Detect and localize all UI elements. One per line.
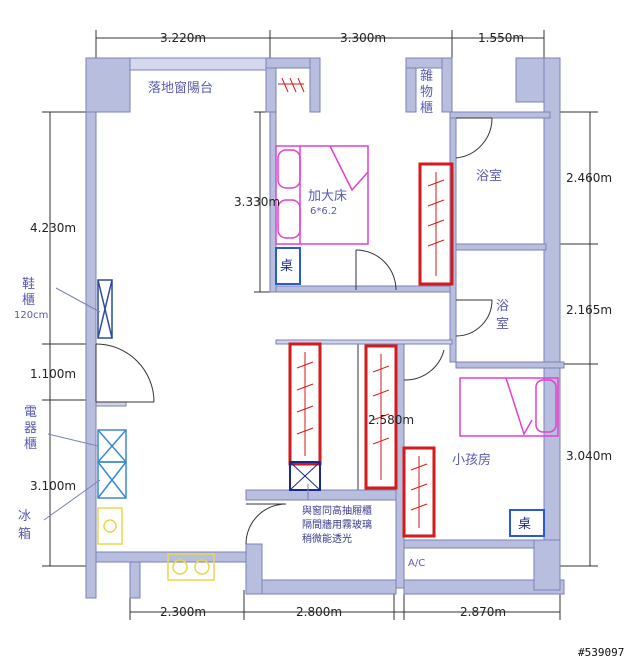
appliance-label-3: 櫃 bbox=[24, 437, 37, 452]
watermark: #539097 bbox=[578, 646, 624, 659]
desk-label-kids: 桌 bbox=[518, 517, 531, 532]
bed-label: 加大床 bbox=[308, 189, 347, 204]
note-line-3: 稍微能透光 bbox=[302, 532, 352, 545]
appliance-label-1: 電 bbox=[24, 405, 37, 420]
bed-size: 6*6.2 bbox=[310, 206, 337, 217]
dim-right-2: 2.165m bbox=[566, 303, 612, 317]
shoe-cabinet-label-1: 鞋 bbox=[22, 276, 35, 292]
pointer-lines bbox=[43, 287, 309, 521]
shoe-cabinet bbox=[97, 279, 113, 339]
walls bbox=[85, 57, 565, 599]
fridge-label-1: 冰 bbox=[18, 509, 31, 524]
dim-interior-1: 3.330m bbox=[234, 195, 280, 209]
shoe-cabinet-size: 120cm bbox=[14, 310, 48, 321]
desks bbox=[275, 247, 545, 537]
appliance-label-2: 器 bbox=[24, 421, 37, 436]
wardrobe-hangers bbox=[278, 77, 445, 528]
bath2-label-2: 室 bbox=[496, 316, 509, 332]
dim-top-2: 3.300m bbox=[340, 31, 386, 45]
storage-label-3: 櫃 bbox=[420, 101, 433, 116]
dim-left-2: 1.100m bbox=[30, 367, 76, 381]
dim-top-3: 1.550m bbox=[478, 31, 524, 45]
bath1-label: 浴室 bbox=[476, 168, 502, 184]
dim-bottom-3: 2.870m bbox=[460, 605, 506, 619]
shoe-cabinet-label-2: 櫃 bbox=[22, 293, 35, 308]
appliance-cabinet bbox=[97, 429, 127, 499]
balcony-label: 落地窗陽台 bbox=[148, 80, 213, 96]
kitchen-fixtures bbox=[97, 507, 215, 581]
wardrobes bbox=[288, 162, 454, 538]
doors bbox=[95, 117, 493, 545]
dim-top-1: 3.220m bbox=[160, 31, 206, 45]
note-line-1: 與窗同高抽屜櫃 bbox=[302, 504, 372, 517]
ac-label: A/C bbox=[408, 558, 425, 569]
kids-bed bbox=[459, 377, 559, 437]
storage-label-2: 物 bbox=[420, 85, 433, 100]
dim-right-1: 2.460m bbox=[566, 171, 612, 185]
fridge-label-2: 箱 bbox=[18, 526, 31, 542]
storage-label-1: 雜 bbox=[420, 69, 433, 84]
dim-interior-2: 2.580m bbox=[368, 413, 414, 427]
dim-bottom-2: 2.800m bbox=[296, 605, 342, 619]
master-bed bbox=[275, 145, 369, 245]
bath2-label-1: 浴 bbox=[496, 299, 509, 314]
dim-right-3: 3.040m bbox=[566, 449, 612, 463]
dim-bottom-1: 2.300m bbox=[160, 605, 206, 619]
note-line-2: 隔間牆用霧玻璃 bbox=[302, 518, 372, 531]
kids-room-label: 小孩房 bbox=[452, 452, 491, 468]
dim-left-3: 3.100m bbox=[30, 479, 76, 493]
dim-left-1: 4.230m bbox=[30, 221, 76, 235]
drawer-cabinet bbox=[289, 461, 321, 491]
desk-label-master: 桌 bbox=[280, 259, 293, 274]
